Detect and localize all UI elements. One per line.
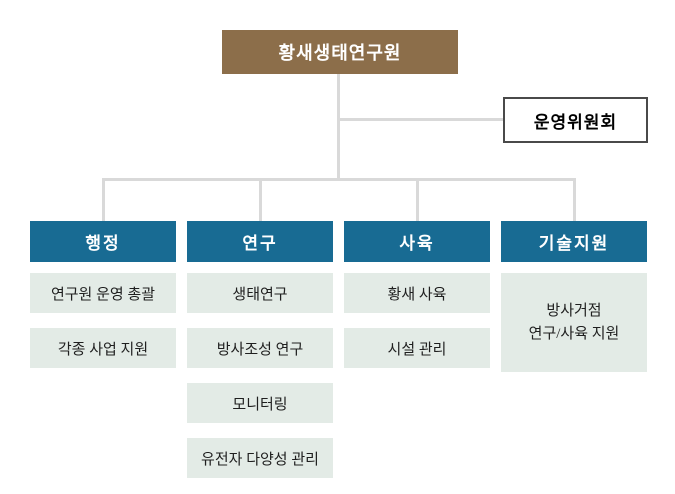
dept-item-label: 모니터링 — [232, 396, 288, 413]
connector-main-horizontal-line — [102, 178, 576, 181]
dept-header-label: 사육 — [399, 234, 435, 253]
dept-column-research: 연구 생태연구 방사조성 연구 모니터링 유전자 다양성 관리 — [187, 221, 333, 493]
committee-node-label: 운영위원회 — [533, 112, 618, 132]
dept-header-research: 연구 — [187, 221, 333, 262]
dept-item-label: 연구원 운영 총괄 — [50, 286, 156, 303]
connector-drop-line-breeding — [416, 181, 419, 221]
dept-item-label: 유전자 다양성 관리 — [201, 451, 319, 468]
dept-item: 황새 사육 — [344, 273, 490, 313]
dept-header-admin: 행정 — [30, 221, 176, 262]
connector-root-vertical-line — [337, 74, 340, 180]
root-node-label: 황새생태연구원 — [278, 43, 402, 63]
connector-committee-horizontal-line — [338, 118, 503, 121]
dept-item: 유전자 다양성 관리 — [187, 438, 333, 478]
dept-column-tech-support: 기술지원 방사거점 연구/사육 지원 — [501, 221, 647, 387]
dept-item: 연구원 운영 총괄 — [30, 273, 176, 313]
dept-item: 시설 관리 — [344, 328, 490, 368]
dept-item-label: 황새 사육 — [387, 286, 447, 303]
dept-item: 모니터링 — [187, 383, 333, 423]
dept-column-admin: 행정 연구원 운영 총괄 각종 사업 지원 — [30, 221, 176, 383]
dept-item-label: 각종 사업 지원 — [57, 341, 149, 358]
dept-header-label: 행정 — [85, 234, 121, 253]
dept-item: 각종 사업 지원 — [30, 328, 176, 368]
dept-item-label-line2: 연구/사육 지원 — [528, 325, 620, 342]
dept-item-label: 생태연구 — [232, 286, 288, 303]
dept-item-label: 시설 관리 — [387, 341, 447, 358]
dept-header-label: 기술지원 — [538, 234, 610, 253]
dept-column-breeding: 사육 황새 사육 시설 관리 — [344, 221, 490, 383]
dept-header-tech-support: 기술지원 — [501, 221, 647, 262]
committee-node: 운영위원회 — [503, 97, 648, 143]
dept-item: 생태연구 — [187, 273, 333, 313]
connector-drop-line-research — [259, 181, 262, 221]
dept-item-label-line1: 방사거점 — [546, 303, 602, 319]
dept-header-label: 연구 — [242, 234, 278, 253]
connector-drop-line-admin — [102, 181, 105, 221]
dept-item: 방사조성 연구 — [187, 328, 333, 368]
dept-item-label: 방사조성 연구 — [216, 341, 304, 358]
dept-header-breeding: 사육 — [344, 221, 490, 262]
dept-item: 방사거점 연구/사육 지원 — [501, 273, 647, 372]
root-node-institute: 황새생태연구원 — [222, 30, 458, 74]
connector-drop-line-tech-support — [573, 181, 576, 221]
